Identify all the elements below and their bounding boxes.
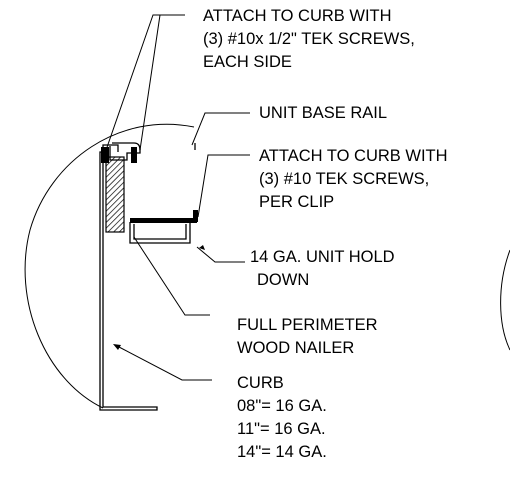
callout-line: ATTACH TO CURB WITH xyxy=(203,7,392,25)
callout-hold-down: 14 GA. UNIT HOLD DOWN xyxy=(250,246,395,292)
callout-line: 08"= 16 GA. xyxy=(237,397,327,415)
callout-line: WOOD NAILER xyxy=(237,339,355,357)
leader-lines xyxy=(104,14,250,381)
hold-down-clip xyxy=(129,222,191,244)
adjacent-detail-circle-arc xyxy=(500,249,510,351)
callout-line: (3) #10x 1/2" TEK SCREWS, xyxy=(203,30,415,48)
callout-wood-nailer: FULL PERIMETER WOOD NAILER xyxy=(237,314,378,360)
clip-base-plate xyxy=(130,218,197,223)
callout-line: PER CLIP xyxy=(259,193,335,211)
callout-attach-curb-screws: ATTACH TO CURB WITH (3) #10x 1/2" TEK SC… xyxy=(203,5,415,74)
wood-nailer xyxy=(105,156,125,233)
callout-line: 14"= 14 GA. xyxy=(237,443,327,461)
callout-curb: CURB 08"= 16 GA. 11"= 16 GA. 14"= 14 GA. xyxy=(237,372,327,464)
callout-line: ATTACH TO CURB WITH xyxy=(259,147,448,165)
leader-arrowheads xyxy=(113,245,205,350)
callout-line: FULL PERIMETER xyxy=(237,316,378,334)
callout-line: 14 GA. UNIT HOLD xyxy=(250,248,395,266)
clip-screw xyxy=(193,210,198,222)
callout-line: (3) #10 TEK SCREWS, xyxy=(259,170,430,188)
callout-unit-base-rail: UNIT BASE RAIL xyxy=(259,102,387,125)
callout-line: DOWN xyxy=(257,271,310,289)
detail-circle-boundary xyxy=(24,123,195,409)
callout-line: 11"= 16 GA. xyxy=(237,420,326,438)
screw-head-right xyxy=(131,147,137,163)
callout-attach-clip-screws: ATTACH TO CURB WITH (3) #10 TEK SCREWS, … xyxy=(259,145,448,214)
callout-line: EACH SIDE xyxy=(203,53,292,71)
callout-line: CURB xyxy=(237,374,284,392)
callout-line: UNIT BASE RAIL xyxy=(259,104,388,122)
screw-head-left xyxy=(101,147,109,163)
